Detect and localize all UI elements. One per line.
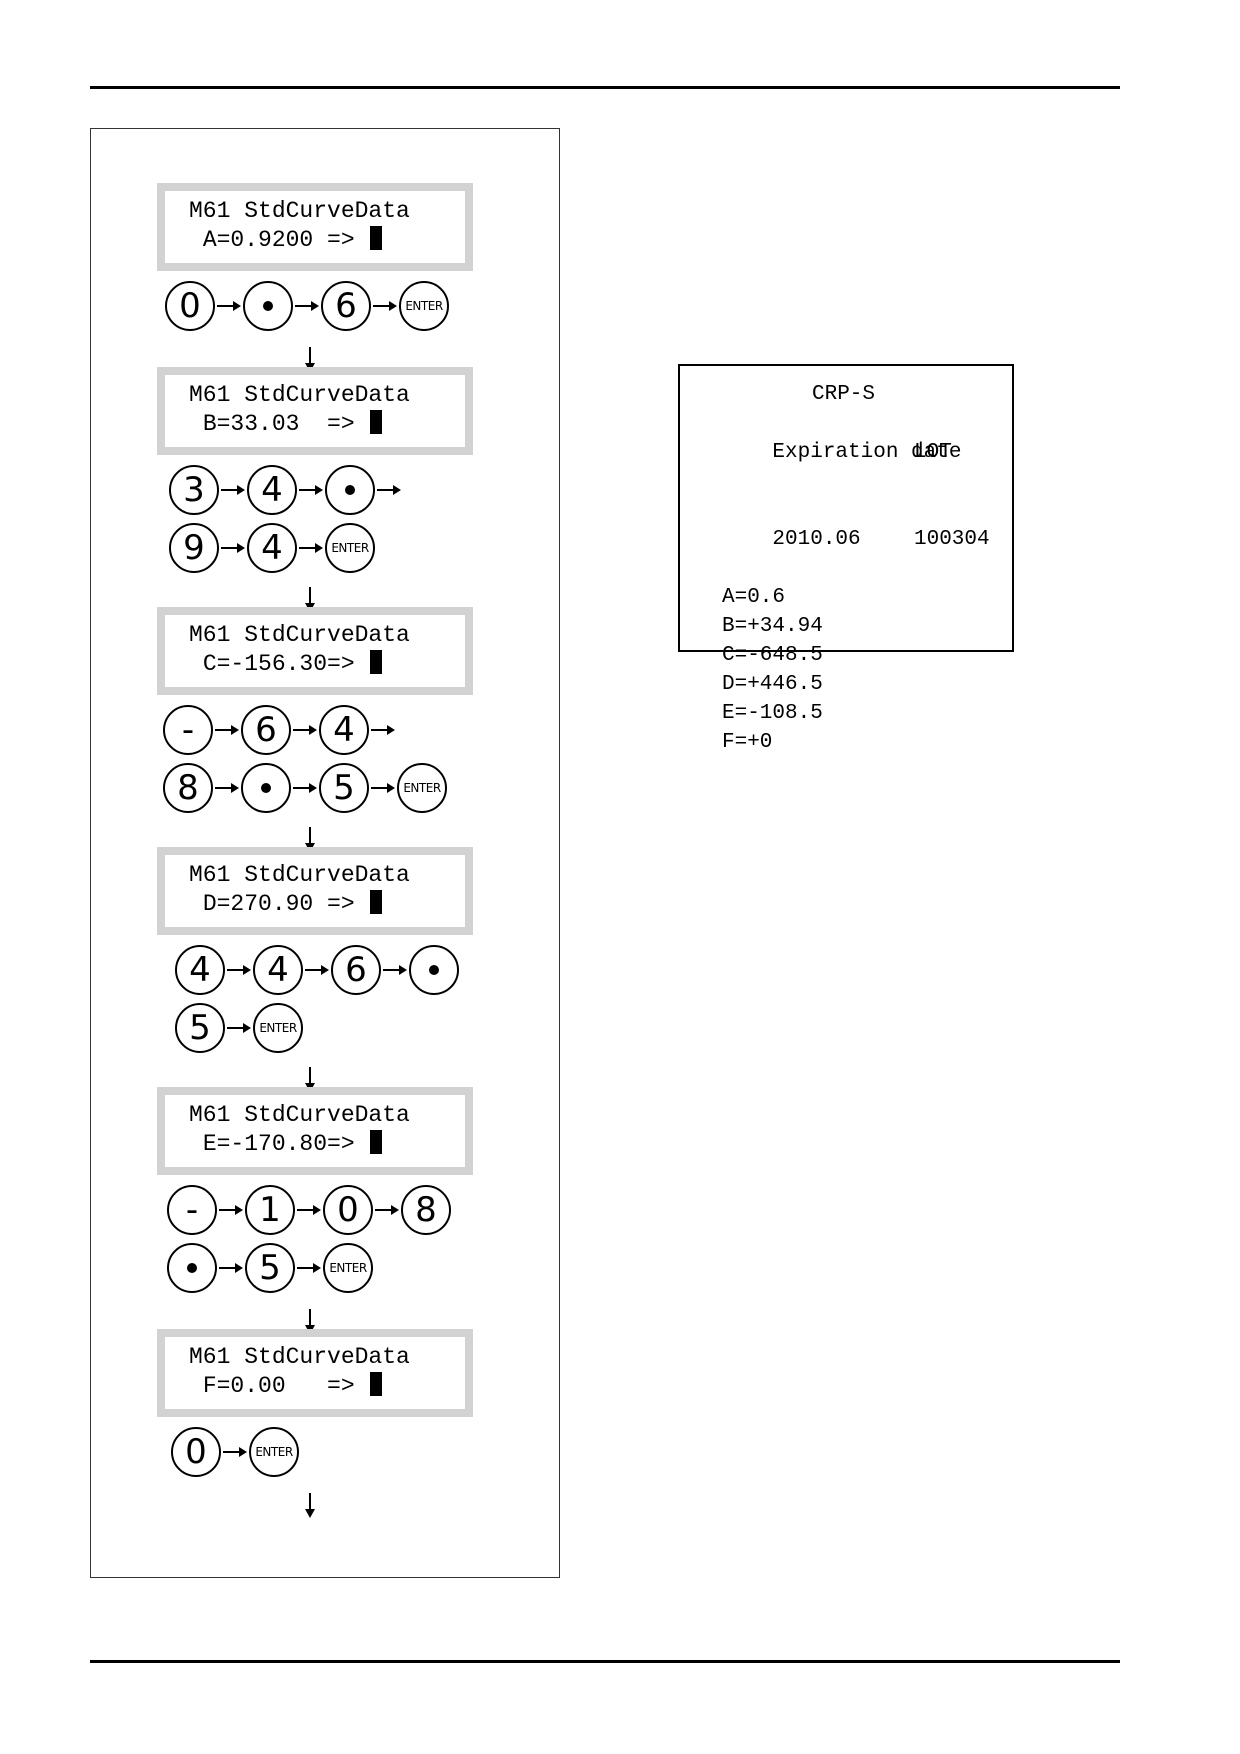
arrow-right-icon (381, 964, 409, 976)
lcd-title: M61 StdCurveData (189, 862, 410, 888)
arrow-right-icon (303, 964, 331, 976)
arrow-right-icon (297, 484, 325, 496)
key-decimal-point[interactable] (167, 1243, 217, 1293)
lcd-display: M61 StdCurveData E=-170.80=> (157, 1087, 473, 1175)
lcd-value: A=0.9200 => (202, 227, 355, 253)
coef-b: B=+34.94 (722, 615, 823, 638)
key-0[interactable]: 0 (171, 1427, 221, 1477)
card-title: CRP-S (812, 383, 876, 406)
arrow-right-icon (221, 1446, 249, 1458)
arrow-right-icon (291, 782, 319, 794)
key-decimal-point[interactable] (241, 763, 291, 813)
key-5[interactable]: 5 (245, 1243, 295, 1293)
input-sequence-panel: M61 StdCurveData A=0.9200 => 0 6 ENTER M… (90, 128, 560, 1578)
cursor-block (370, 1372, 383, 1396)
expiration-date-value: 2010.06 (772, 528, 861, 551)
arrow-right-icon (291, 724, 319, 736)
key-5[interactable]: 5 (175, 1003, 225, 1053)
lcd-display: M61 StdCurveData B=33.03 => (157, 367, 473, 455)
key-4[interactable]: 4 (175, 945, 225, 995)
coef-f: F=+0 (722, 731, 773, 754)
lcd-display: M61 StdCurveData D=270.90 => (157, 847, 473, 935)
enter-key[interactable]: ENTER (323, 1243, 373, 1293)
key-8[interactable]: 8 (401, 1185, 451, 1235)
key-6[interactable]: 6 (321, 281, 371, 331)
arrow-right-icon (297, 542, 325, 554)
arrow-right-icon (225, 1022, 253, 1034)
expiration-date-label: Expiration date (772, 441, 962, 464)
arrow-right-icon (219, 484, 247, 496)
lcd-title: M61 StdCurveData (189, 1344, 410, 1370)
arrow-right-icon (225, 964, 253, 976)
lcd-value: F=0.00 => (202, 1373, 355, 1399)
bottom-rule (90, 1660, 1120, 1663)
lcd-title: M61 StdCurveData (189, 622, 410, 648)
lot-value: 100304 (914, 528, 990, 551)
key-1[interactable]: 1 (245, 1185, 295, 1235)
enter-key[interactable]: ENTER (325, 523, 375, 573)
key-3[interactable]: 3 (169, 465, 219, 515)
cursor-block (370, 410, 383, 434)
coef-d: D=+446.5 (722, 673, 823, 696)
arrow-right-icon (213, 782, 241, 794)
enter-key[interactable]: ENTER (249, 1427, 299, 1477)
lcd-title: M61 StdCurveData (189, 1102, 410, 1128)
arrow-right-icon (219, 542, 247, 554)
key-decimal-point[interactable] (243, 281, 293, 331)
arrow-right-icon (375, 484, 403, 496)
lcd-title: M61 StdCurveData (189, 198, 410, 224)
arrow-right-icon (369, 724, 397, 736)
arrow-right-icon (371, 300, 399, 312)
arrow-right-icon (295, 1262, 323, 1274)
key-6[interactable]: 6 (331, 945, 381, 995)
arrow-right-icon (295, 1204, 323, 1216)
coef-c: C=-648.5 (722, 644, 823, 667)
enter-key[interactable]: ENTER (399, 281, 449, 331)
coef-e: E=-108.5 (722, 702, 823, 725)
cursor-block (370, 890, 383, 914)
key-minus[interactable]: - (167, 1185, 217, 1235)
lcd-title: M61 StdCurveData (189, 382, 410, 408)
key-9[interactable]: 9 (169, 523, 219, 573)
cursor-block (370, 226, 383, 250)
key-0[interactable]: 0 (323, 1185, 373, 1235)
key-decimal-point[interactable] (409, 945, 459, 995)
enter-key[interactable]: ENTER (253, 1003, 303, 1053)
key-decimal-point[interactable] (325, 465, 375, 515)
lcd-display: M61 StdCurveData F=0.00 => (157, 1329, 473, 1417)
cursor-block (370, 650, 383, 674)
lcd-value: B=33.03 => (202, 411, 355, 437)
lcd-value: D=270.90 => (202, 891, 355, 917)
key-4[interactable]: 4 (247, 523, 297, 573)
key-4[interactable]: 4 (253, 945, 303, 995)
key-4[interactable]: 4 (319, 705, 369, 755)
key-8[interactable]: 8 (163, 763, 213, 813)
arrow-down-icon (304, 1493, 316, 1519)
lcd-display: M61 StdCurveData A=0.9200 => (157, 183, 473, 271)
arrow-right-icon (217, 1204, 245, 1216)
enter-key[interactable]: ENTER (397, 763, 447, 813)
arrow-right-icon (369, 782, 397, 794)
lcd-value: E=-170.80=> (202, 1131, 355, 1157)
key-minus[interactable]: - (163, 705, 213, 755)
key-0[interactable]: 0 (165, 281, 215, 331)
coef-a: A=0.6 (722, 586, 786, 609)
cursor-block (370, 1130, 383, 1154)
key-4[interactable]: 4 (247, 465, 297, 515)
top-rule (90, 86, 1120, 89)
lcd-display: M61 StdCurveData C=-156.30=> (157, 607, 473, 695)
key-5[interactable]: 5 (319, 763, 369, 813)
lcd-value: C=-156.30=> (202, 651, 355, 677)
arrow-right-icon (213, 724, 241, 736)
arrow-right-icon (215, 300, 243, 312)
arrow-right-icon (217, 1262, 245, 1274)
arrow-right-icon (293, 300, 321, 312)
arrow-right-icon (373, 1204, 401, 1216)
lot-label: LOT (914, 441, 952, 464)
key-6[interactable]: 6 (241, 705, 291, 755)
